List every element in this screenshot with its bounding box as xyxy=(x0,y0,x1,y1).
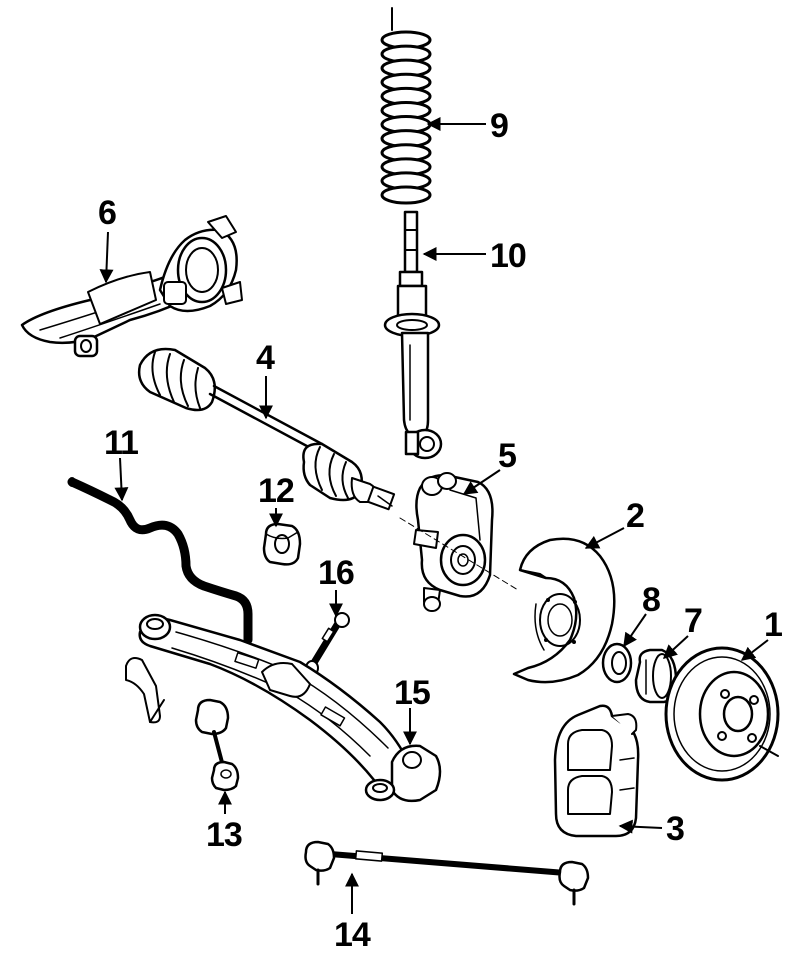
bearing-seal xyxy=(601,642,633,684)
half-shaft-cv-axle xyxy=(137,347,396,511)
stabilizer-link xyxy=(305,612,350,676)
tie-rod-assembly xyxy=(304,840,590,906)
callout-16: 16 xyxy=(318,554,354,592)
callout-9: 9 xyxy=(490,107,508,145)
brake-dust-shield xyxy=(512,537,616,684)
callout-13: 13 xyxy=(206,816,242,854)
callout-11: 11 xyxy=(104,424,138,462)
wheel-bearing xyxy=(634,648,678,704)
callout-4: 4 xyxy=(256,339,275,377)
leader-2 xyxy=(584,527,625,549)
callout-7: 7 xyxy=(684,602,702,640)
steering-knuckle xyxy=(399,472,519,612)
callout-14: 14 xyxy=(334,916,371,954)
leader-1 xyxy=(740,639,769,661)
callout-2: 2 xyxy=(626,497,644,535)
stabilizer-bar xyxy=(67,477,253,645)
callout-15: 15 xyxy=(394,674,430,712)
leader-7 xyxy=(662,635,689,659)
callout-leaders xyxy=(99,117,769,914)
coil-spring xyxy=(380,7,432,205)
leader-5 xyxy=(462,469,501,495)
lower-control-arm xyxy=(125,613,442,803)
leader-3 xyxy=(618,819,663,834)
spring-coil-ring xyxy=(380,185,432,205)
callout-10: 10 xyxy=(490,237,526,275)
callout-12: 12 xyxy=(258,472,294,510)
callout-5: 5 xyxy=(498,437,516,475)
callout-6: 6 xyxy=(98,194,116,232)
link-bushing-assembly xyxy=(194,698,240,792)
callout-1: 1 xyxy=(764,606,782,644)
callout-3: 3 xyxy=(666,810,684,848)
leader-11 xyxy=(114,457,129,502)
leader-8 xyxy=(623,613,647,648)
callout-numbers: 9 10 6 4 5 2 11 12 16 8 7 1 15 13 3 14 xyxy=(98,107,783,954)
upper-control-arm xyxy=(20,215,243,358)
callout-8: 8 xyxy=(642,581,660,619)
brake-rotor xyxy=(664,646,780,782)
brake-caliper xyxy=(553,704,640,838)
leader-6 xyxy=(99,231,114,284)
strut-shock-absorber xyxy=(383,210,443,460)
stabilizer-bushing xyxy=(262,522,302,566)
